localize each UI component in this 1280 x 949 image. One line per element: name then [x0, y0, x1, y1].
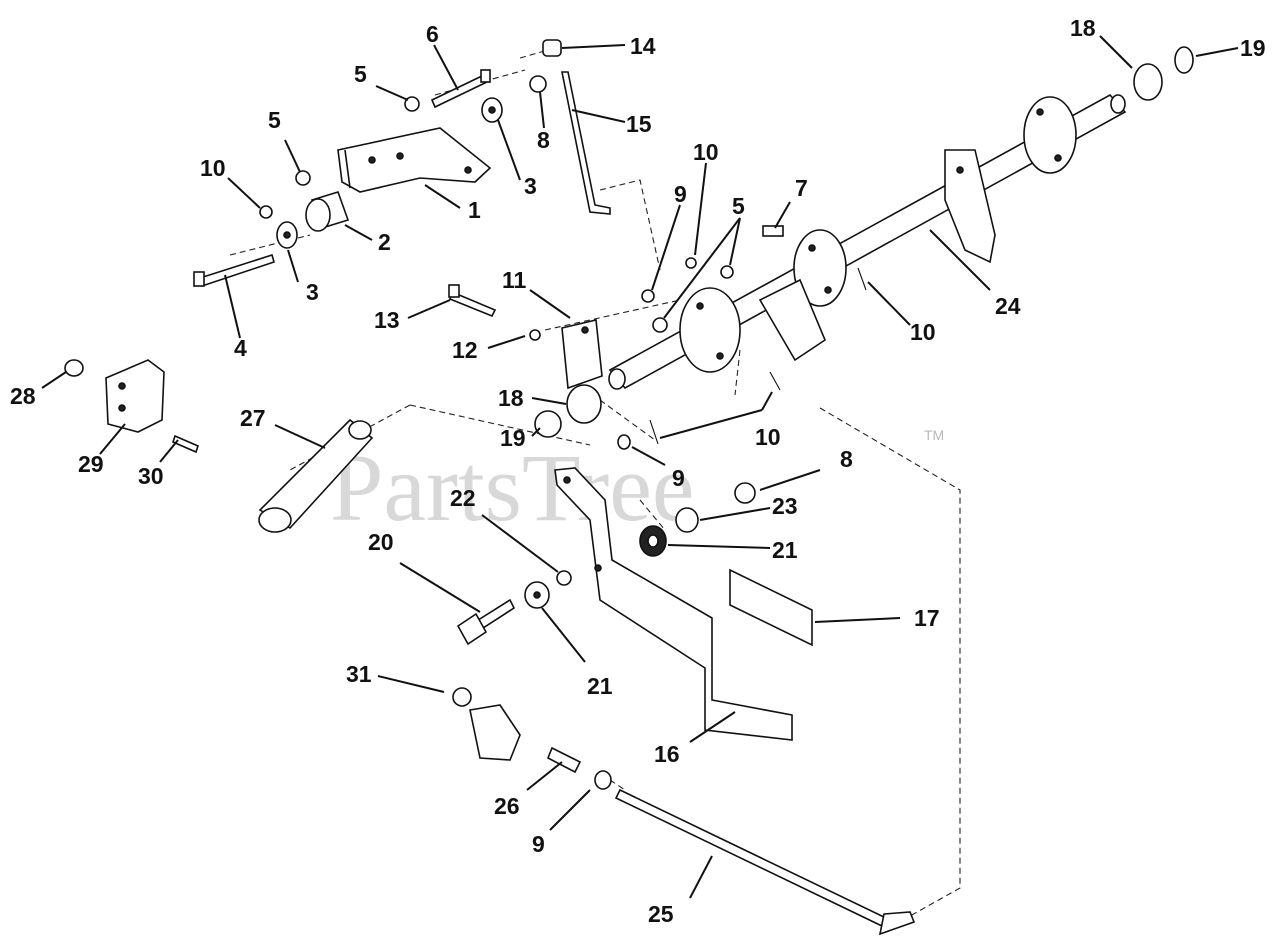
bushing-18-right	[1133, 63, 1163, 101]
callout-8-mid: 8	[840, 446, 853, 472]
callout-1: 1	[468, 197, 481, 223]
nut-22	[556, 570, 572, 586]
callout-23: 23	[772, 493, 798, 519]
callout-8-top: 8	[537, 127, 550, 153]
nut-31	[452, 687, 472, 707]
callout-3-lower: 3	[306, 279, 319, 305]
bolts	[193, 69, 497, 318]
callout-21-right: 21	[772, 537, 798, 563]
callout-19-right: 19	[1240, 35, 1266, 61]
mount-bracket	[105, 359, 165, 433]
callout-5-top: 5	[354, 61, 367, 87]
callout-17: 17	[914, 605, 940, 631]
spacer	[305, 191, 350, 232]
callout-14: 14	[630, 33, 656, 59]
cotter-pins	[649, 267, 867, 445]
callout-24: 24	[995, 293, 1021, 319]
callout-2: 2	[378, 229, 391, 255]
callout-9-low: 9	[532, 831, 545, 857]
pivot-bracket	[337, 127, 492, 193]
latch-plate	[561, 319, 603, 390]
pedal-pad	[729, 568, 813, 647]
cross-shaft	[608, 93, 1127, 390]
callout-6: 6	[426, 21, 439, 47]
callout-21-lower: 21	[587, 673, 613, 699]
watermark-trademark: TM	[924, 427, 944, 443]
callout-9-mid: 9	[672, 465, 685, 491]
callout-3-upper: 3	[524, 173, 537, 199]
control-rod	[561, 71, 611, 215]
ring-19-right	[1174, 46, 1194, 74]
callout-27: 27	[240, 405, 266, 431]
ring-19-left	[534, 410, 562, 438]
watermark-text: PartsTree	[330, 434, 694, 541]
callout-25: 25	[648, 901, 674, 927]
washer-9-mid	[617, 434, 631, 450]
washer-23	[675, 507, 699, 533]
washer-9-lower	[594, 770, 612, 790]
callout-22: 22	[450, 485, 476, 511]
callout-labels: 1 2 3 3 4 5 5 5 6 7 8 8 9 9 9 10 10 10 1…	[10, 15, 1266, 927]
handle-arm	[258, 418, 374, 533]
bolt-20	[456, 598, 516, 646]
callout-30: 30	[138, 463, 164, 489]
callout-7: 7	[795, 175, 808, 201]
callout-10-right: 10	[910, 319, 936, 345]
callout-10-mid: 10	[755, 424, 781, 450]
callout-10-left: 10	[200, 155, 226, 181]
callout-13: 13	[374, 307, 400, 333]
callout-4: 4	[234, 335, 247, 361]
callout-16: 16	[654, 741, 680, 767]
callout-12: 12	[452, 337, 478, 363]
callout-5-left: 5	[268, 107, 281, 133]
nut-28	[64, 359, 84, 377]
callout-10-top: 10	[693, 139, 719, 165]
callout-18-left: 18	[498, 385, 524, 411]
callout-18-right: 18	[1070, 15, 1096, 41]
washer-8-mid	[734, 482, 756, 504]
bushing-18-left	[566, 384, 602, 424]
nuts	[259, 39, 784, 341]
callout-19-left: 19	[500, 425, 526, 451]
callout-20: 20	[368, 529, 394, 555]
callout-26: 26	[494, 793, 520, 819]
pedal-lever	[554, 467, 793, 741]
callout-5-right: 5	[732, 193, 745, 219]
screw-30	[172, 434, 199, 454]
spring-26	[546, 746, 582, 774]
callout-29: 29	[78, 451, 104, 477]
cam-gear	[469, 704, 521, 761]
callout-9-top: 9	[674, 181, 687, 207]
callout-31: 31	[346, 661, 372, 687]
callout-28: 28	[10, 383, 36, 409]
callout-11: 11	[502, 267, 527, 293]
leader-lines	[41, 35, 1239, 899]
callout-15: 15	[626, 111, 652, 137]
